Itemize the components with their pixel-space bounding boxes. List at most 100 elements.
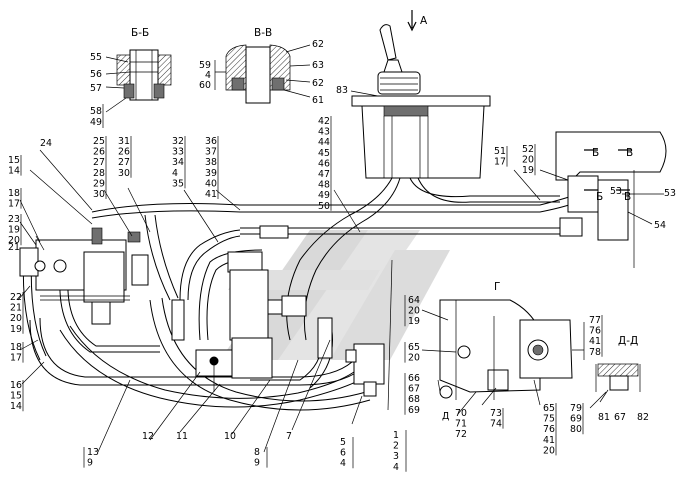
lever-boot [377,71,421,95]
callout-number: 41 [543,435,555,446]
callout-60: 60 [199,80,211,91]
callout-number: 69 [570,414,582,425]
callout-number: 72 [455,429,467,440]
bb-nut-right [153,83,165,99]
callout-number: 17 [8,199,20,210]
detail-dd-view: Д-Д [595,335,641,392]
left-valve-block [19,227,149,325]
callout-number: 18 [10,342,22,353]
callout-4-vv: 4 [205,70,211,81]
vv-nut-right [271,77,285,91]
mark-b-upper: Б [592,147,599,159]
callout-number: 5 [340,437,346,448]
callout-number: 27 [93,157,105,168]
callout-group-g139: 139 [83,447,99,469]
callout-number: 8 [254,447,260,458]
leader-lines [17,149,609,453]
callout-number: 19 [408,316,420,327]
callout-61: 61 [312,95,324,106]
callout-number: 47 [318,169,330,180]
callout-number: 45 [318,148,330,159]
callout-number: 30 [118,168,130,179]
callout-number: 26 [118,147,130,158]
callout-number: 2 [393,441,399,452]
detail-g-bracket [439,299,541,393]
callout-62-top: 62 [312,39,324,50]
callout-number: 16 [10,380,22,391]
vv-nut-left [231,77,245,91]
callout-number: 22 [10,292,22,303]
callout-number: 24 [40,138,52,149]
valve-section [83,251,125,303]
callout-number: 41 [205,189,217,200]
tank-valve-block [567,175,599,213]
callout-number: 76 [543,424,555,435]
callout-number: 33 [172,147,184,158]
section-bb-title: Б-Б [131,27,149,39]
detail-dd-title: Д-Д [618,335,638,347]
callout-10: 10 [224,431,236,442]
detail-g-view: Г Д [439,281,573,422]
view-arrow-a [407,10,417,32]
callout-number: 19 [10,324,22,335]
callout-number: 18 [8,188,20,199]
callout-number: 9 [87,458,93,469]
callout-number: 4 [340,458,346,469]
callout-number: 25 [93,136,105,147]
callout-53-label: 53 [664,188,676,199]
callout-number: 77 [589,315,601,326]
callout-number: 51 [494,146,506,157]
callout-number: 46 [318,158,330,169]
callout-number: 41 [589,336,601,347]
callout-number: 36 [205,136,217,147]
callout-67: 67 [614,412,626,423]
callout-number: 71 [455,419,467,430]
callout-number: 35 [172,178,184,189]
callout-number: 14 [8,166,20,177]
callout-number: 20 [543,445,555,456]
vv-fitting [245,46,271,104]
pump-outlet [281,295,307,317]
callout-number: 76 [589,326,601,337]
callout-number: 28 [93,168,105,179]
distributor-body [353,343,385,385]
lever-housing [361,105,485,179]
callout-53: 53 [610,186,622,197]
callout-number: 49 [318,190,330,201]
callout-number: 20 [408,306,420,317]
mark-v-lower: В [624,191,631,203]
callout-number: 3 [393,451,399,462]
callout-number: 38 [205,157,217,168]
callout-number: 69 [408,405,420,416]
callout-number: 27 [118,157,130,168]
callout-number: 13 [87,447,99,458]
callout-number: 30 [93,189,105,200]
callout-49: 49 [90,117,102,128]
callout-56: 56 [90,69,102,80]
callout-number: 37 [205,147,217,158]
callout-12: 12 [142,431,154,442]
callout-number: 34 [172,157,184,168]
callout-stacks: 2415141817231920212221201918171615142526… [8,116,649,473]
lever-base-plate [351,95,491,107]
view-arrow-a-label: А [420,15,428,27]
bb-body-left [116,54,131,86]
hose-coupling-mid [259,225,289,239]
callout-number: 20 [10,313,22,324]
callout-number: 74 [490,419,502,430]
callout-number: 79 [570,403,582,414]
right-tank-unit: Б В Б В [555,131,667,268]
callout-62-mid: 62 [312,78,324,89]
callout-number: 20 [8,235,20,246]
